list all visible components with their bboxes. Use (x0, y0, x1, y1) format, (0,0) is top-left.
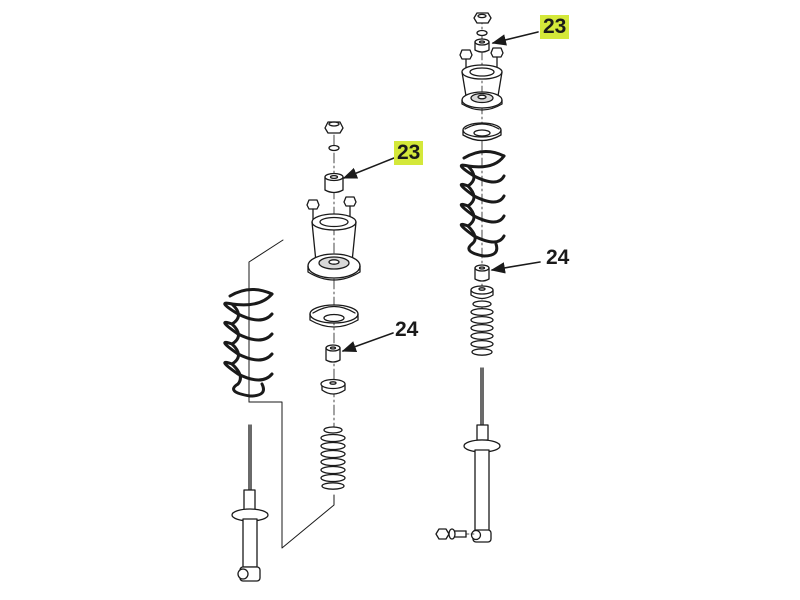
callout-23-right: 23 (540, 15, 570, 39)
left-dust-cup (320, 378, 346, 395)
right-mount-studs (459, 47, 504, 71)
left-upper-mount (307, 213, 361, 281)
left-23-leader-arrow (342, 157, 395, 179)
right-dust-boot (470, 300, 494, 356)
right-23-leader-arrow (491, 31, 539, 46)
left-24-leader-arrow (341, 332, 394, 353)
left-coil-spring (223, 288, 274, 398)
callout-24-left: 24 (395, 318, 419, 341)
right-mounting-bolt (435, 528, 475, 540)
left-strut-assembly (223, 121, 395, 582)
left-shock-absorber (231, 424, 269, 582)
right-bushing-23 (474, 38, 490, 53)
right-coil-spring (459, 150, 506, 258)
right-dust-cup (470, 285, 494, 300)
right-upper-mount (461, 64, 503, 111)
left-washer (328, 144, 340, 152)
left-mount-studs (306, 196, 357, 223)
left-spring-bracket-line-lower (248, 401, 335, 549)
callout-24-right: 24 (546, 246, 570, 269)
right-strut-assembly (435, 12, 541, 543)
left-dust-boot (320, 426, 346, 490)
left-spring-bracket-line (248, 239, 284, 403)
right-spring-seat (462, 122, 502, 142)
right-24-leader-arrow (490, 261, 541, 274)
left-spring-seat (309, 304, 359, 328)
right-bump-stop-24 (474, 264, 490, 282)
callout-23-left: 23 (394, 141, 424, 165)
right-top-nut (473, 12, 492, 24)
left-top-nut (324, 121, 344, 134)
left-bump-stop-24 (325, 344, 341, 363)
left-bushing-23 (324, 172, 344, 194)
right-shock-absorber (463, 367, 501, 543)
right-washer (476, 29, 488, 37)
